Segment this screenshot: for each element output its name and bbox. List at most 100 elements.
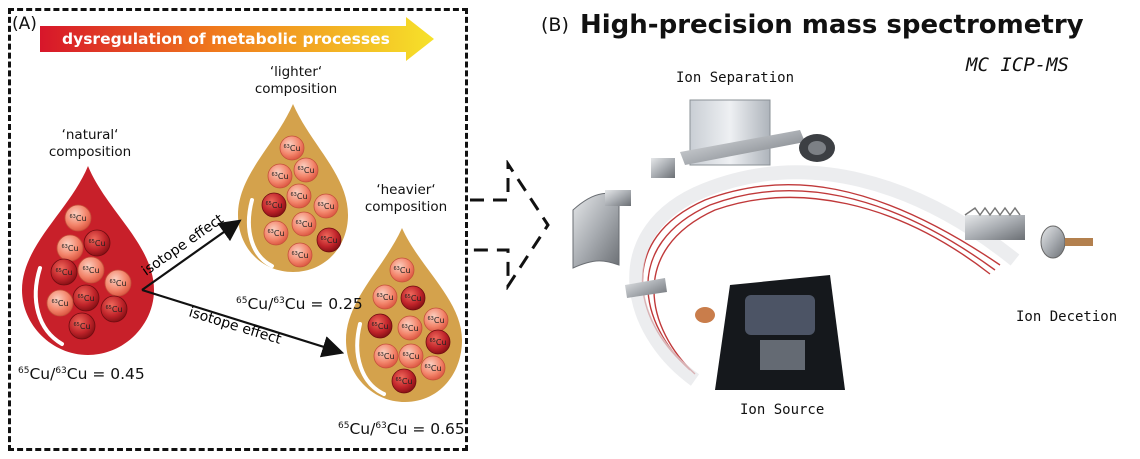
svg-text:65Cu: 65Cu <box>395 377 412 386</box>
natural-caption-line1: ‘natural‘ <box>61 127 119 143</box>
svg-text:63Cu: 63Cu <box>317 202 334 211</box>
svg-text:65Cu: 65Cu <box>73 322 90 331</box>
svg-text:63Cu: 63Cu <box>267 229 284 238</box>
svg-text:65Cu: 65Cu <box>320 236 337 245</box>
svg-text:65Cu: 65Cu <box>265 201 282 210</box>
ion-separation-label: Ion Separation <box>676 70 795 86</box>
ion-detection-label: Ion Decetion <box>1016 309 1118 325</box>
cu-atom: 65Cu <box>100 295 128 323</box>
cu-atom: 63Cu <box>313 193 339 219</box>
electrostatic-analyzer <box>572 192 620 269</box>
detector-array <box>964 206 1093 259</box>
cu-atom: 63Cu <box>104 269 132 297</box>
svg-text:63Cu: 63Cu <box>401 324 418 333</box>
heavier-caption-line2: composition <box>364 199 448 215</box>
lighter-caption-line1: ‘lighter‘ <box>269 64 323 80</box>
svg-text:63Cu: 63Cu <box>295 220 312 229</box>
svg-text:65Cu: 65Cu <box>429 338 446 347</box>
cu-atom: 65Cu <box>83 229 111 257</box>
lens-stack <box>605 190 631 206</box>
ion-source-photo <box>715 275 845 390</box>
svg-text:63Cu: 63Cu <box>376 293 393 302</box>
cu-atom: 65Cu <box>391 368 417 394</box>
cu-atom: 63Cu <box>291 211 317 237</box>
panel-b-label: (B) <box>541 14 569 36</box>
heavier-ratio: 65Cu/63Cu = 0.65 <box>338 420 465 438</box>
svg-text:65Cu: 65Cu <box>55 268 72 277</box>
cu-atom: 63Cu <box>64 204 92 232</box>
svg-text:63Cu: 63Cu <box>290 192 307 201</box>
lighter-sup65: 65 <box>236 295 248 306</box>
cu-atom: 65Cu <box>72 284 100 312</box>
svg-text:65Cu: 65Cu <box>105 305 122 314</box>
svg-text:63Cu: 63Cu <box>61 244 78 253</box>
natural-caption-line2: composition <box>48 144 132 160</box>
cu-atom: 63Cu <box>279 135 305 161</box>
cu-atom: 65Cu <box>425 329 451 355</box>
cu-atom: 63Cu <box>397 315 423 341</box>
svg-text:63Cu: 63Cu <box>427 316 444 325</box>
heavier-caption: ‘heavier‘ composition <box>356 182 456 216</box>
natural-sup65: 65 <box>18 365 30 376</box>
natural-sup63: 63 <box>55 365 67 376</box>
cu-atom: 63Cu <box>267 163 293 189</box>
lighter-caption: ‘lighter‘ composition <box>246 64 346 98</box>
heavier-ratio-post: Cu = 0.65 <box>386 420 465 438</box>
svg-text:63Cu: 63Cu <box>424 364 441 373</box>
svg-text:63Cu: 63Cu <box>377 352 394 361</box>
svg-text:63Cu: 63Cu <box>297 166 314 175</box>
cu-atom: 63Cu <box>373 343 399 369</box>
heavier-sup63: 63 <box>375 420 387 431</box>
upper-arrow <box>141 219 242 291</box>
magnet <box>680 99 835 166</box>
cu-atom: 63Cu <box>420 355 446 381</box>
natural-caption: ‘natural‘ composition <box>40 127 140 161</box>
heavier-caption-line1: ‘heavier‘ <box>376 182 436 198</box>
cu-atom: 63Cu <box>423 307 449 333</box>
cu-atom: 65Cu <box>261 192 287 218</box>
interface-parts <box>625 278 667 298</box>
heavier-sup65: 65 <box>338 420 350 431</box>
lighter-sup63: 63 <box>273 295 285 306</box>
mc-icp-ms-instrument <box>572 99 1093 390</box>
cu-atom: 63Cu <box>293 157 319 183</box>
cu-atom: 63Cu <box>287 242 313 268</box>
svg-text:63Cu: 63Cu <box>402 352 419 361</box>
svg-text:63Cu: 63Cu <box>283 144 300 153</box>
cu-atom: 63Cu <box>77 256 105 284</box>
lighter-ratio: 65Cu/63Cu = 0.25 <box>236 295 363 313</box>
cu-atom: 63Cu <box>56 234 84 262</box>
panel-b-subtitle: MC ICP-MS <box>966 54 1069 76</box>
svg-text:63Cu: 63Cu <box>291 251 308 260</box>
cu-atom: 65Cu <box>68 312 96 340</box>
panel-a-frame <box>8 8 468 451</box>
svg-text:63Cu: 63Cu <box>69 214 86 223</box>
panel-a-label: (A) <box>12 14 37 34</box>
ion-source-label: Ion Source <box>740 402 825 418</box>
svg-text:65Cu: 65Cu <box>404 294 421 303</box>
isotope-effect-upper: isotope effect <box>139 211 227 279</box>
cu-atom: 63Cu <box>389 257 415 283</box>
svg-text:65Cu: 65Cu <box>77 294 94 303</box>
svg-text:65Cu: 65Cu <box>88 239 105 248</box>
cu-atom: 63Cu <box>46 289 74 317</box>
cu-atom: 63Cu <box>372 284 398 310</box>
svg-text:63Cu: 63Cu <box>51 299 68 308</box>
banner-text: dysregulation of metabolic processes <box>62 30 390 48</box>
panel-b-title: High-precision mass spectrometry <box>580 10 1084 40</box>
cu-atom: 63Cu <box>398 343 424 369</box>
cu-atom: 65Cu <box>400 285 426 311</box>
natural-ratio-post: Cu = 0.45 <box>66 365 145 383</box>
svg-text:63Cu: 63Cu <box>393 266 410 275</box>
svg-text:63Cu: 63Cu <box>271 172 288 181</box>
lens-part <box>651 158 675 178</box>
cu-atom: 65Cu <box>367 313 393 339</box>
svg-text:63Cu: 63Cu <box>82 266 99 275</box>
cu-atom: 65Cu <box>316 227 342 253</box>
sampler-cone <box>695 307 715 323</box>
natural-ratio: 65Cu/63Cu = 0.45 <box>18 365 145 383</box>
lighter-ratio-pre: Cu/ <box>247 295 274 313</box>
lighter-ratio-post: Cu = 0.25 <box>284 295 363 313</box>
